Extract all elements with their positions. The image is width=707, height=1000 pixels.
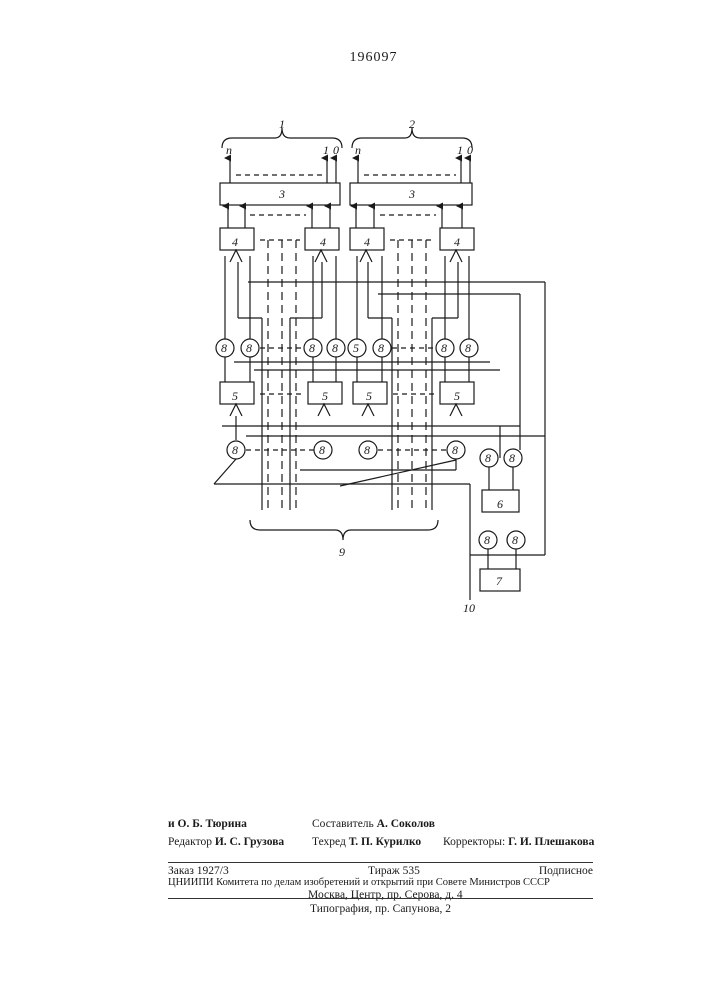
trigger-5-d-label: 5 (454, 389, 460, 403)
bit-label-1-right: 1 (457, 143, 463, 157)
bit-label-1-left: 1 (323, 143, 329, 157)
gate-8-3-label: 8 (309, 341, 315, 355)
input-10-label: 10 (463, 601, 475, 615)
techred-line: Техред Т. П. Курилко (312, 836, 421, 848)
correctors-label: Корректоры: (443, 836, 505, 848)
divider-top (168, 862, 593, 863)
gate-8-4-label: 8 (332, 341, 338, 355)
circulation: Тираж 535 (368, 865, 420, 877)
trigger-7-label: 7 (496, 574, 503, 588)
editor-line: Редактор И. С. Грузова (168, 836, 284, 848)
bit-label-0-left: 0 (333, 143, 339, 157)
address: Москва, Центр, пр. Серова, д. 4 (308, 889, 463, 901)
order-number: Заказ 1927/3 (168, 865, 229, 877)
gate-8-lower-4-label: 8 (452, 443, 458, 457)
gate-8-lower-2-label: 8 (319, 443, 325, 457)
group-label-1: 1 (279, 117, 285, 131)
subscription: Подписное (539, 865, 593, 877)
bus-9-label: 9 (339, 545, 345, 559)
gate-5-label: 5 (353, 341, 359, 355)
bit-label-n-right: n (355, 143, 361, 157)
gate-8-bottom-1-label: 8 (484, 533, 490, 547)
trigger-5-c-label: 5 (366, 389, 372, 403)
printing-house: Типография, пр. Сапунова, 2 (168, 903, 593, 915)
gate-8-lower-1-label: 8 (232, 443, 238, 457)
gate-8-1-label: 8 (221, 341, 227, 355)
credits-block: Составитель А. Соколов Редактор И. С. Гр… (168, 818, 593, 858)
gate-8-6-label: 8 (441, 341, 447, 355)
gate-8-2-label: 8 (246, 341, 252, 355)
trigger-4-c-label: 4 (364, 235, 370, 249)
gate-8-lower-3-label: 8 (364, 443, 370, 457)
editor-label: Редактор (168, 836, 212, 848)
trigger-5-b-label: 5 (322, 389, 328, 403)
techred-label: Техред (312, 836, 346, 848)
trigger-4-b-label: 4 (320, 235, 326, 249)
divider-bottom (168, 898, 593, 899)
institute: ЦНИИПИ Комитета по делам изобретений и о… (168, 877, 550, 888)
gate-8-bottom-2-label: 8 (512, 533, 518, 547)
editor-name: И. С. Грузова (215, 836, 284, 848)
compiler-label: Составитель (312, 818, 374, 830)
bit-label-0-right: 0 (467, 143, 473, 157)
gate-8-7-label: 8 (465, 341, 471, 355)
bus-9-brace (250, 520, 438, 540)
group-label-2: 2 (409, 117, 415, 131)
gate-8-lower-5-label: 8 (485, 451, 491, 465)
trigger-4-a-label: 4 (232, 235, 238, 249)
trigger-6-label: 6 (497, 497, 503, 511)
group-2-brace (352, 128, 472, 148)
gate-8-lower-6-label: 8 (509, 451, 515, 465)
techred-name: Т. П. Курилко (349, 836, 421, 848)
compiler-line: Составитель А. Соколов (312, 818, 435, 830)
trigger-4-d-label: 4 (454, 235, 460, 249)
compiler-name: А. Соколов (377, 818, 435, 830)
gate-8-5-label: 8 (378, 341, 384, 355)
trigger-5-a-label: 5 (232, 389, 238, 403)
block-label-3-right: 3 (408, 187, 415, 201)
corrector-1: Г. И. Плешакова (508, 836, 594, 848)
correctors-line: Корректоры: Г. И. Плешакова (443, 836, 594, 848)
circuit-diagram: 1 2 n 1 0 n 1 0 3 3 4 4 4 4 5 5 5 5 8 8 … (0, 0, 707, 700)
corrector-2: и О. Б. Тюрина (168, 818, 247, 830)
bit-label-n-left: n (226, 143, 232, 157)
block-label-3-left: 3 (278, 187, 285, 201)
order-block: Заказ 1927/3 Тираж 535 Подписное ЦНИИПИ … (168, 865, 593, 895)
